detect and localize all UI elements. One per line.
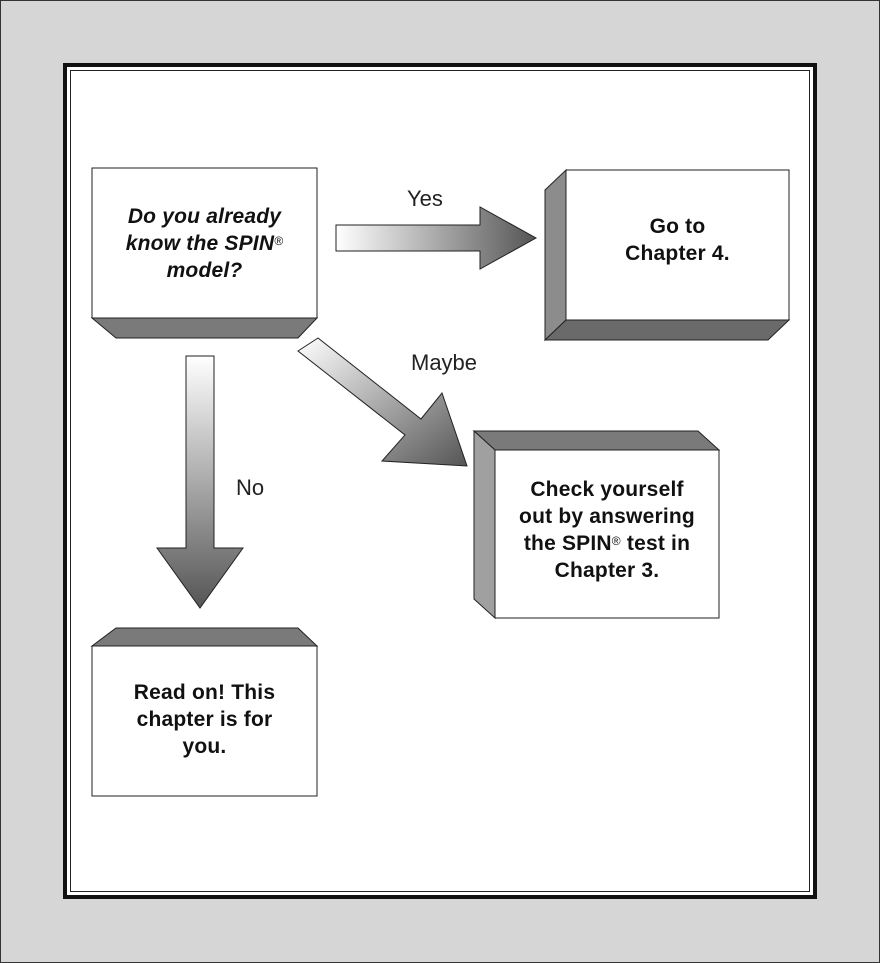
no-box-line-1: Read on! This — [133, 680, 276, 704]
question-line-3: model? — [166, 258, 243, 282]
no-label: No — [236, 475, 265, 500]
yes-box-text: Go to Chapter 4. — [566, 170, 789, 320]
maybe-box — [472, 429, 721, 620]
yes-label: Yes — [407, 186, 443, 211]
no-box-line-2: chapter is for — [136, 707, 273, 731]
maybe-label: Maybe — [411, 350, 478, 375]
no-box-text: Read on! This chapter is for you. — [92, 646, 317, 796]
yes-box-line-1: Go to — [649, 215, 706, 238]
question-text: Do you already know the SPIN® model? — [92, 168, 317, 318]
question-line-2: know the SPIN® — [125, 231, 284, 255]
question-line-1: Do you already — [127, 204, 282, 228]
no-box — [90, 627, 319, 797]
maybe-box-line-3: the SPIN® test in — [523, 532, 691, 555]
no-arrow — [156, 355, 244, 609]
registered-mark: ® — [611, 534, 621, 548]
maybe-arrow — [297, 337, 468, 467]
yes-box-line-2: Chapter 4. — [625, 242, 730, 265]
yes-box — [543, 168, 791, 342]
registered-mark: ® — [274, 233, 284, 248]
frame-inner-line — [70, 70, 810, 892]
maybe-box-line-2: out by answering — [519, 505, 695, 528]
maybe-box-line-1: Check yourself — [530, 478, 684, 501]
maybe-box-line-4: Chapter 3. — [554, 559, 660, 582]
yes-arrow — [335, 206, 538, 270]
maybe-box-text: Check yourself out by answering the SPIN… — [495, 450, 719, 618]
no-box-line-3: you. — [182, 734, 227, 758]
question-box — [90, 167, 319, 339]
